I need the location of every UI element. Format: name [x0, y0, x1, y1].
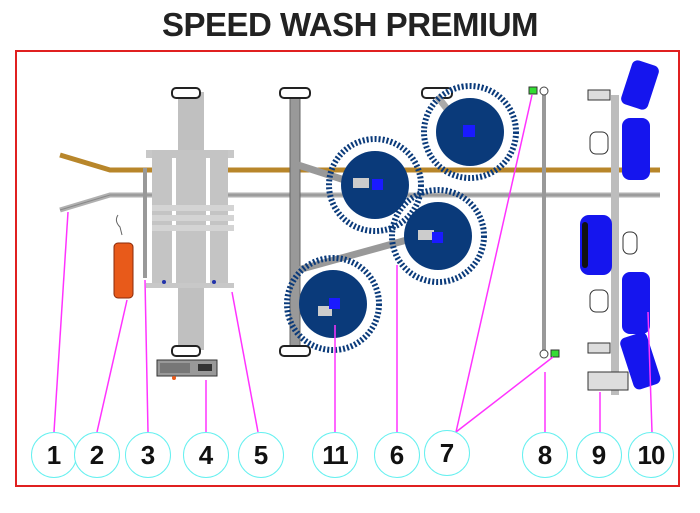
gray-rail — [59, 192, 660, 213]
callout-9: 9 — [576, 432, 622, 478]
callout-10: 10 — [628, 432, 674, 478]
brush-top-right — [421, 83, 519, 181]
callout-7: 7 — [424, 430, 470, 476]
callout-label: 9 — [591, 439, 607, 470]
callout-label: 6 — [389, 439, 405, 470]
callout-6: 6 — [374, 432, 420, 478]
callout-8: 8 — [522, 432, 568, 478]
callout-label: 7 — [439, 437, 455, 468]
callout-label: 3 — [140, 439, 156, 470]
part-3-bar — [143, 168, 147, 278]
brush-gantry — [279, 87, 468, 357]
brush-upper — [326, 136, 424, 234]
callout-label: 5 — [253, 439, 269, 470]
callout-4: 4 — [183, 432, 229, 478]
callout-label: 4 — [198, 439, 214, 470]
callout-label: 2 — [89, 439, 105, 470]
part-11-brush — [284, 255, 382, 353]
leader-lines — [53, 94, 653, 433]
diagram-title: SPEED WASH PREMIUM — [161, 6, 539, 43]
part-2-cylinder — [113, 214, 134, 299]
callout-label: 11 — [322, 439, 348, 470]
callout-label: 1 — [46, 439, 62, 470]
part-4-control-box — [156, 359, 218, 380]
part-5-gantry — [146, 87, 234, 357]
gold-rail — [59, 152, 660, 173]
callout-1: 1 — [31, 432, 77, 478]
part-7-nozzle-top — [528, 86, 538, 95]
callout-5: 5 — [238, 432, 284, 478]
part-9-wheel-frame — [587, 89, 638, 395]
callout-2: 2 — [74, 432, 120, 478]
diagram-frame — [15, 50, 680, 487]
part-6-brush — [389, 187, 487, 285]
callout-label: 8 — [537, 439, 553, 470]
callout-11: 11 — [312, 432, 358, 478]
callout-3: 3 — [125, 432, 171, 478]
part-7-nozzle-bottom — [550, 349, 560, 358]
part-8-nozzle-bar — [539, 86, 549, 359]
callout-label: 10 — [637, 439, 666, 470]
